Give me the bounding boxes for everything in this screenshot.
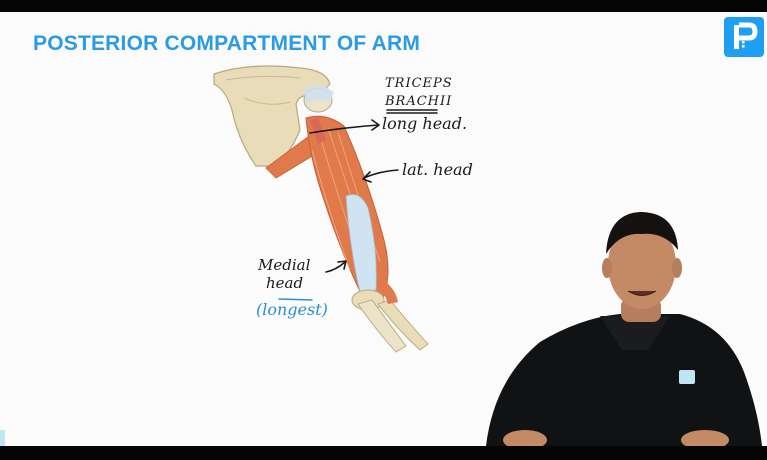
medial-head-label-line1: Medial bbox=[258, 256, 310, 274]
medial-head-label-line2: head bbox=[266, 274, 303, 292]
bottom-letterbox bbox=[0, 446, 767, 460]
long-head-label: long head. bbox=[382, 114, 467, 133]
presenter-video bbox=[486, 212, 762, 450]
triceps-label-line2: BRACHII bbox=[385, 94, 452, 109]
lat-head-label: lat. head bbox=[402, 160, 473, 179]
triceps-label-line1: TRICEPS bbox=[385, 76, 453, 91]
longest-label: (longest) bbox=[256, 300, 328, 319]
